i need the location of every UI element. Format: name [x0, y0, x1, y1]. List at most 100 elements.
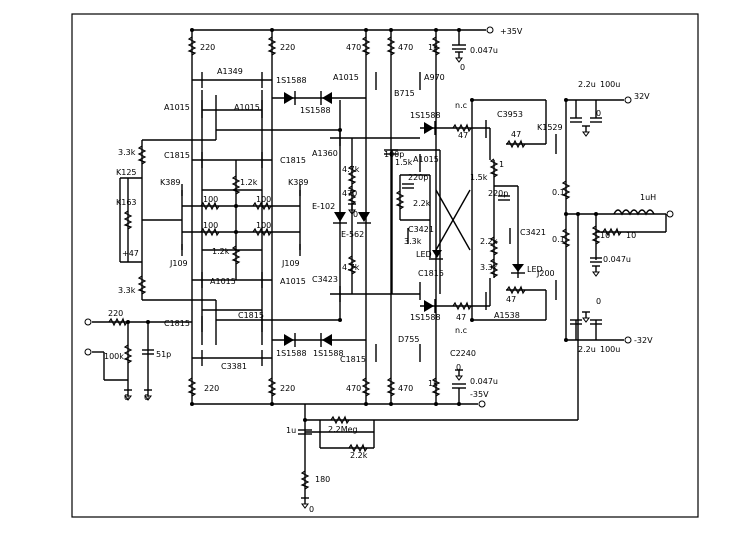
label-ss1588e: 1S1588 — [276, 349, 307, 358]
label-a1015e: A1015 — [210, 277, 236, 286]
label-c1815d: C1815 — [164, 319, 190, 328]
label-gnd-in1: 0 — [124, 393, 129, 402]
label-vminus: -35V — [470, 390, 489, 399]
label-r47c: 47 — [456, 313, 466, 322]
label-vplus: +35V — [500, 27, 523, 36]
label-r100c: 100 — [203, 221, 218, 230]
label-ss1588b: 1S1588 — [300, 106, 331, 115]
label-ss1588f: 1S1588 — [313, 349, 344, 358]
label-r33k3: 3.3k — [480, 263, 498, 272]
label-r12k1: 1.2k — [240, 178, 258, 187]
label-k125: K125 — [116, 168, 137, 177]
label-r12k2: 1.2k — [212, 247, 230, 256]
label-r33k4: 3.3k — [118, 286, 136, 295]
label-a1015f: A1015 — [280, 277, 306, 286]
label-r47a: 47 — [458, 131, 468, 140]
label-r22k2: 2.2k — [480, 237, 498, 246]
label-r220d: 220 — [280, 384, 295, 393]
label-a1015b: A1015 — [164, 103, 190, 112]
label-k389a: K389 — [160, 178, 181, 187]
schematic-border — [71, 13, 699, 518]
label-c22u2: 2.2u — [578, 345, 596, 354]
label-a1538: A1538 — [494, 311, 520, 320]
label-r1: 1 — [499, 160, 504, 169]
label-r470a: 470 — [346, 43, 361, 52]
label-a1015d: A1015 — [413, 155, 439, 164]
label-r01a: 0.1 — [552, 188, 565, 197]
label-r1kb: 1k — [428, 379, 438, 388]
label-c1815a: C1815 — [164, 151, 190, 160]
label-vm32: -32V — [634, 336, 653, 345]
label-r47k: 4.7k — [342, 165, 360, 174]
label-r100b: 100 — [256, 195, 271, 204]
label-v32: 32V — [634, 92, 650, 101]
label-c220p2: 220p — [488, 189, 508, 198]
label-p47: +47 — [122, 249, 139, 258]
label-c0047b: 0.047u — [470, 377, 498, 386]
label-r470c: 470 — [342, 189, 357, 198]
label-gnd-r1: 0 — [596, 109, 601, 118]
label-c3423: C3423 — [312, 275, 338, 284]
label-r33k2: 3.3k — [404, 237, 422, 246]
label-r220in: 220 — [108, 309, 123, 318]
label-r470b: 470 — [398, 43, 413, 52]
label-c1u: 1u — [286, 426, 296, 435]
label-r220c: 220 — [204, 384, 219, 393]
label-ss1588d: 1S1588 — [410, 313, 441, 322]
label-k1529: K1529 — [537, 123, 563, 132]
label-r470d: 470 — [346, 384, 361, 393]
label-gnd-top: 0 — [460, 63, 465, 72]
label-a1015a: A1015 — [333, 73, 359, 82]
label-r220b: 220 — [280, 43, 295, 52]
components — [84, 26, 674, 509]
label-r180: 180 — [315, 475, 330, 484]
label-c2240: C2240 — [450, 349, 476, 358]
label-c3421a: C3421 — [408, 225, 434, 234]
label-c100u1: 100u — [600, 80, 620, 89]
label-c1815b: C1815 — [280, 156, 306, 165]
label-b715: B715 — [394, 89, 415, 98]
label-gnd-mid: 0 — [353, 210, 358, 219]
label-c1815c: C1815 — [418, 269, 444, 278]
label-r22meg: 2.2Meg — [328, 425, 358, 434]
label-k200: J200 — [536, 269, 555, 278]
label-led2: LED — [527, 265, 543, 274]
label-c1815f: C1815 — [340, 355, 366, 364]
label-c3953: C3953 — [497, 110, 523, 119]
label-c22u1: 2.2u — [578, 80, 596, 89]
label-r10a: 10 — [600, 231, 610, 240]
label-c3421b: C3421 — [520, 228, 546, 237]
label-gnd-r2: 0 — [596, 297, 601, 306]
label-a1349: A1349 — [217, 67, 243, 76]
label-l1uh: 1uH — [640, 193, 656, 202]
component-labels: +35V 0.047u 0 220 220 470 470 1k A1349 1… — [104, 27, 656, 514]
label-c0047r: 0.047u — [603, 255, 631, 264]
label-r100k: 100k — [104, 352, 124, 361]
label-j109a: J109 — [169, 259, 188, 268]
label-c1815e: C1815 — [238, 311, 264, 320]
label-d755: D755 — [398, 335, 419, 344]
label-r47k2: 4.7k — [342, 263, 360, 272]
label-a970: A970 — [424, 73, 445, 82]
label-r470e: 470 — [398, 384, 413, 393]
label-r1ka: 1k — [428, 43, 438, 52]
label-gnd-b: 0 — [456, 363, 461, 372]
label-ss1588a: 1S1588 — [276, 76, 307, 85]
label-k163: K163 — [116, 198, 137, 207]
label-a1015c: A1015 — [234, 103, 260, 112]
label-c220p1: 220p — [408, 173, 428, 182]
label-r01b: 0.1 — [552, 235, 565, 244]
label-r47b: 47 — [511, 130, 521, 139]
label-gnd-f: 0 — [309, 505, 314, 514]
label-r22k1: 2.2k — [413, 199, 431, 208]
label-c3381: C3381 — [221, 362, 247, 371]
label-e102: E-102 — [312, 202, 335, 211]
label-nc2: n.c — [455, 326, 467, 335]
label-r100d: 100 — [256, 221, 271, 230]
label-r15k2: 1.5k — [470, 173, 488, 182]
label-r10b: 10 — [626, 231, 636, 240]
label-gnd-in2: 0 — [144, 393, 149, 402]
label-r220a: 220 — [200, 43, 215, 52]
label-c51p: 51p — [156, 350, 171, 359]
